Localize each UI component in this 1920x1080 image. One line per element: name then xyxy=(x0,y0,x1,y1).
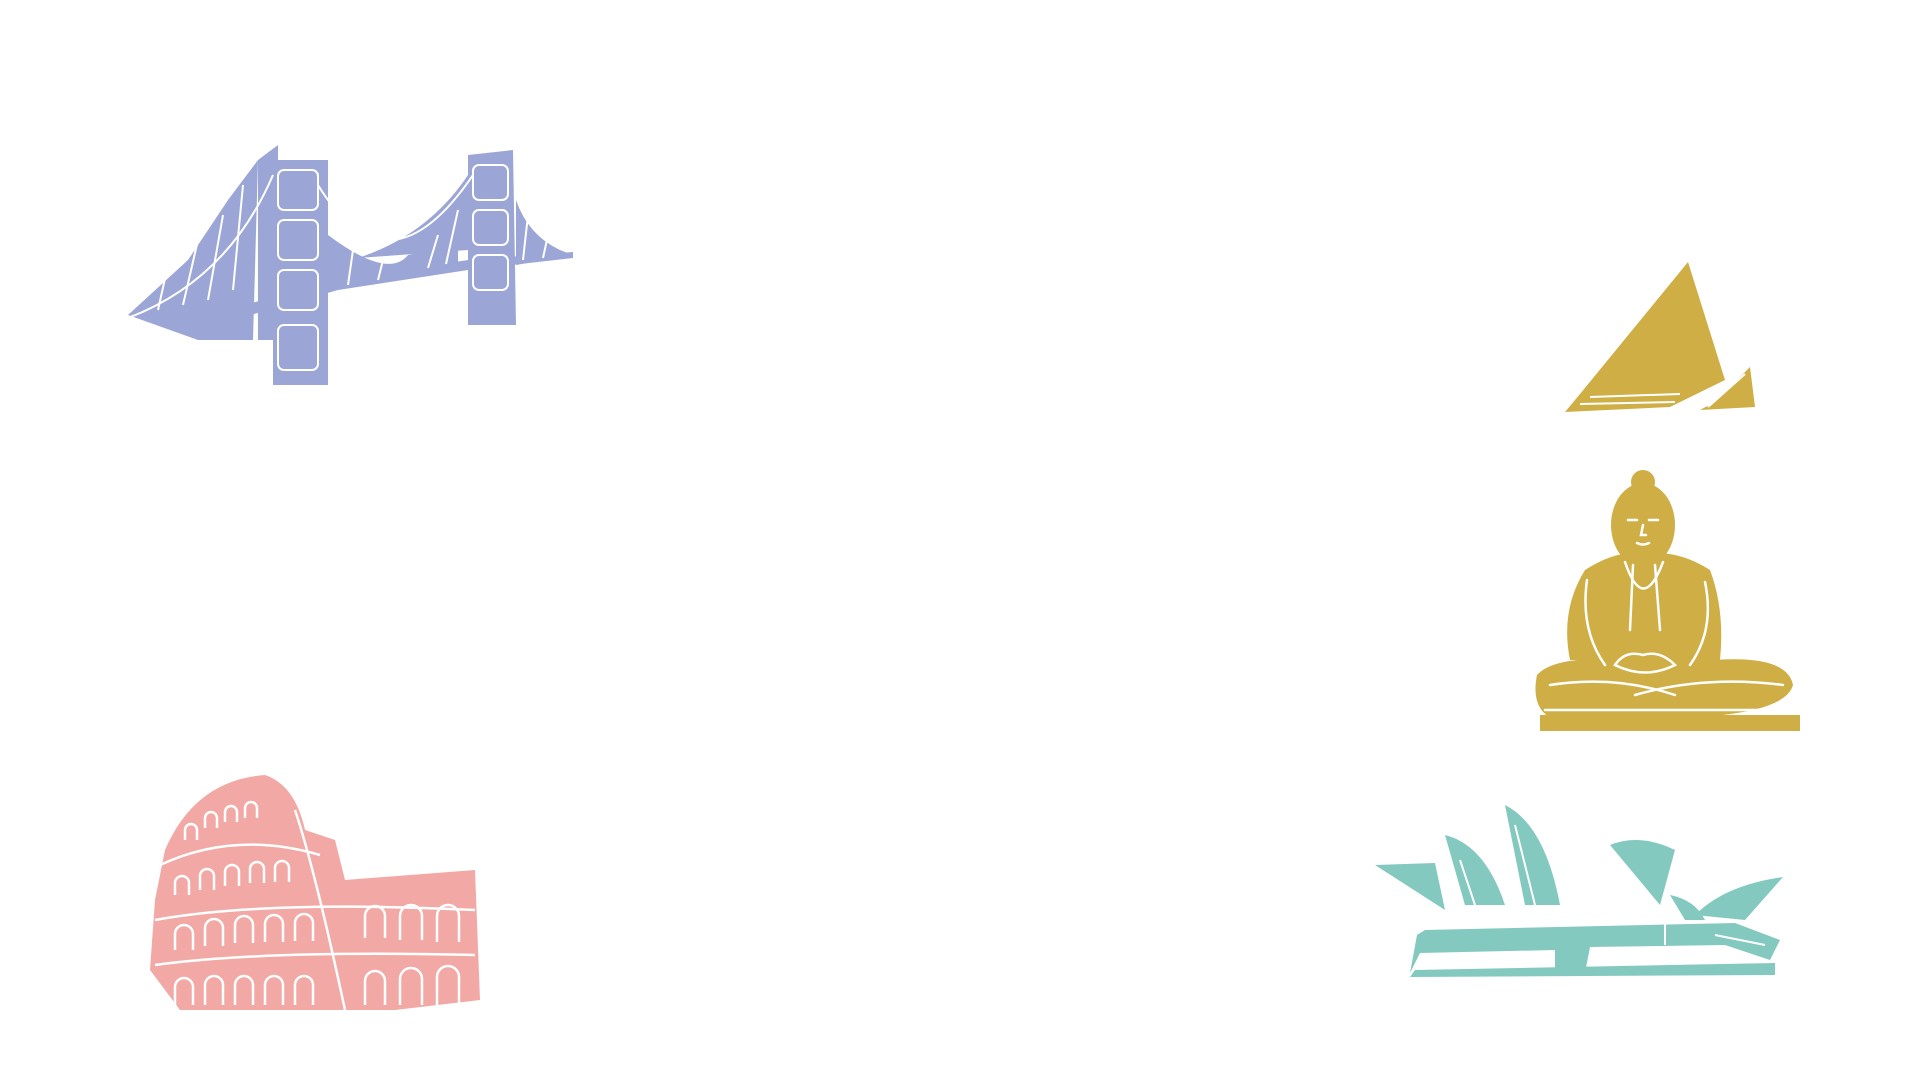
golden-gate-bridge-illustration xyxy=(128,145,573,385)
buddha-statue-illustration xyxy=(1535,470,1800,731)
pyramids-illustration xyxy=(1565,262,1755,412)
sydney-opera-house-illustration xyxy=(1375,805,1783,977)
colosseum-illustration xyxy=(150,775,480,1011)
